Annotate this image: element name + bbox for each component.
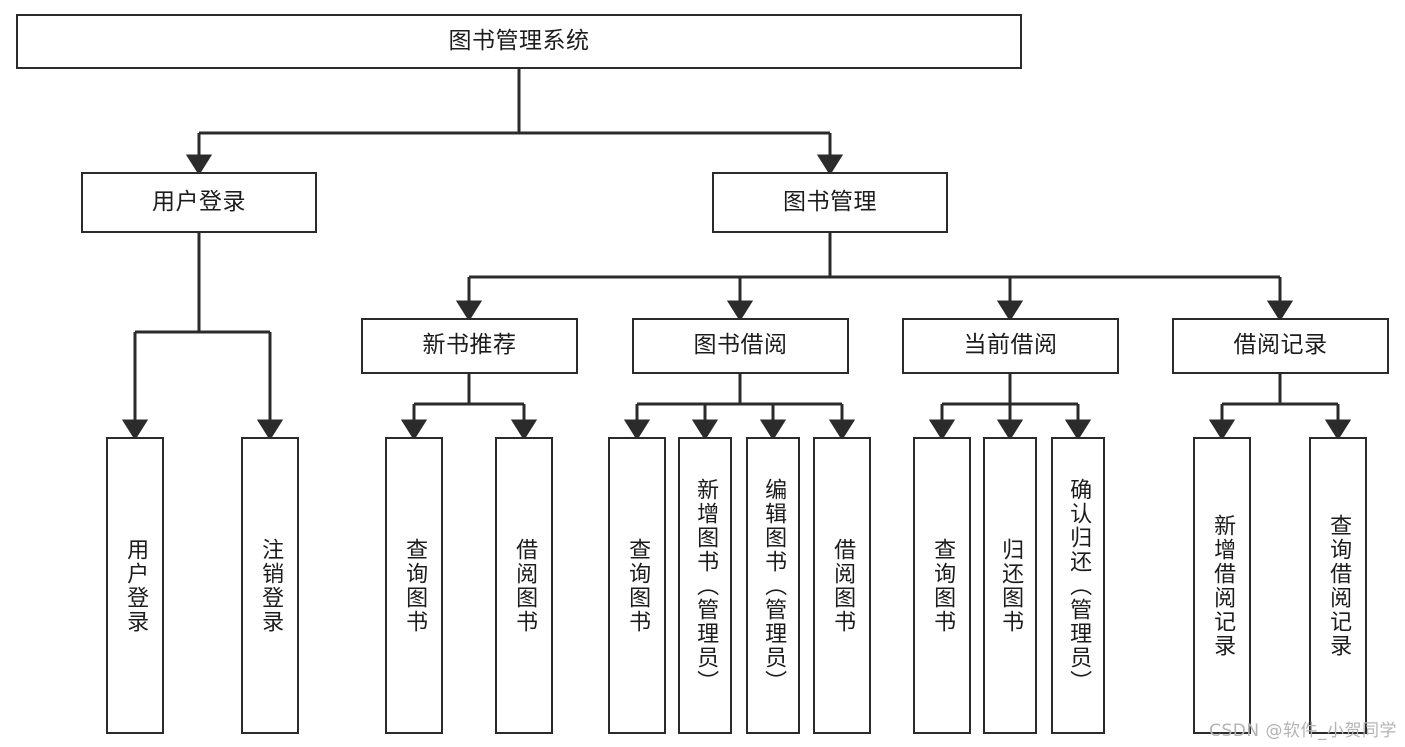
node-label: 编辑图书（管理员）	[761, 477, 787, 694]
watermark: CSDN @软件_小贺同学	[1209, 721, 1397, 741]
node-label: 图书借阅	[693, 332, 788, 359]
node-label: 当前借阅	[963, 332, 1058, 359]
node-label: 新增借阅记录	[1210, 513, 1236, 658]
node-leaf-add-book-admin[interactable]: 新增图书（管理员）	[678, 437, 732, 734]
node-label: 用户登录	[123, 537, 149, 634]
node-borrow-records[interactable]: 借阅记录	[1172, 318, 1389, 374]
node-label: 归还图书	[998, 537, 1024, 634]
node-label: 新书推荐	[422, 332, 517, 359]
node-label: 新增图书（管理员）	[693, 477, 719, 694]
node-leaf-logout[interactable]: 注销登录	[241, 437, 299, 734]
node-label: 查询图书	[625, 537, 651, 634]
node-leaf-borrow-book-1[interactable]: 借阅图书	[495, 437, 553, 734]
node-label: 图书管理	[783, 188, 877, 215]
node-new-book-recommend[interactable]: 新书推荐	[361, 318, 578, 374]
node-leaf-query-book-2[interactable]: 查询图书	[608, 437, 666, 734]
node-leaf-return-book[interactable]: 归还图书	[983, 437, 1037, 734]
node-leaf-confirm-return-admin[interactable]: 确认归还（管理员）	[1051, 437, 1105, 734]
node-leaf-user-login[interactable]: 用户登录	[106, 437, 164, 734]
node-leaf-query-book-1[interactable]: 查询图书	[385, 437, 443, 734]
node-leaf-add-borrow-record[interactable]: 新增借阅记录	[1193, 437, 1251, 734]
node-current-borrow[interactable]: 当前借阅	[902, 318, 1119, 374]
node-label: 借阅图书	[512, 537, 538, 634]
node-label: 借阅图书	[830, 537, 856, 634]
node-label: 借阅记录	[1233, 332, 1328, 359]
node-label: 查询图书	[930, 537, 956, 634]
node-label: 查询图书	[402, 537, 428, 634]
node-leaf-query-book-3[interactable]: 查询图书	[913, 437, 971, 734]
node-leaf-borrow-book-2[interactable]: 借阅图书	[813, 437, 871, 734]
node-root[interactable]: 图书管理系统	[16, 14, 1022, 69]
node-leaf-edit-book-admin[interactable]: 编辑图书（管理员）	[746, 437, 800, 734]
node-label: 用户登录	[152, 188, 246, 215]
node-user-login[interactable]: 用户登录	[81, 172, 317, 233]
node-label: 图书管理系统	[448, 27, 590, 54]
node-label: 注销登录	[258, 537, 284, 634]
node-leaf-query-borrow-record[interactable]: 查询借阅记录	[1309, 437, 1367, 734]
node-book-management[interactable]: 图书管理	[712, 172, 948, 233]
node-label: 确认归还（管理员）	[1066, 477, 1092, 694]
node-book-borrow[interactable]: 图书借阅	[632, 318, 849, 374]
node-label: 查询借阅记录	[1326, 513, 1352, 658]
